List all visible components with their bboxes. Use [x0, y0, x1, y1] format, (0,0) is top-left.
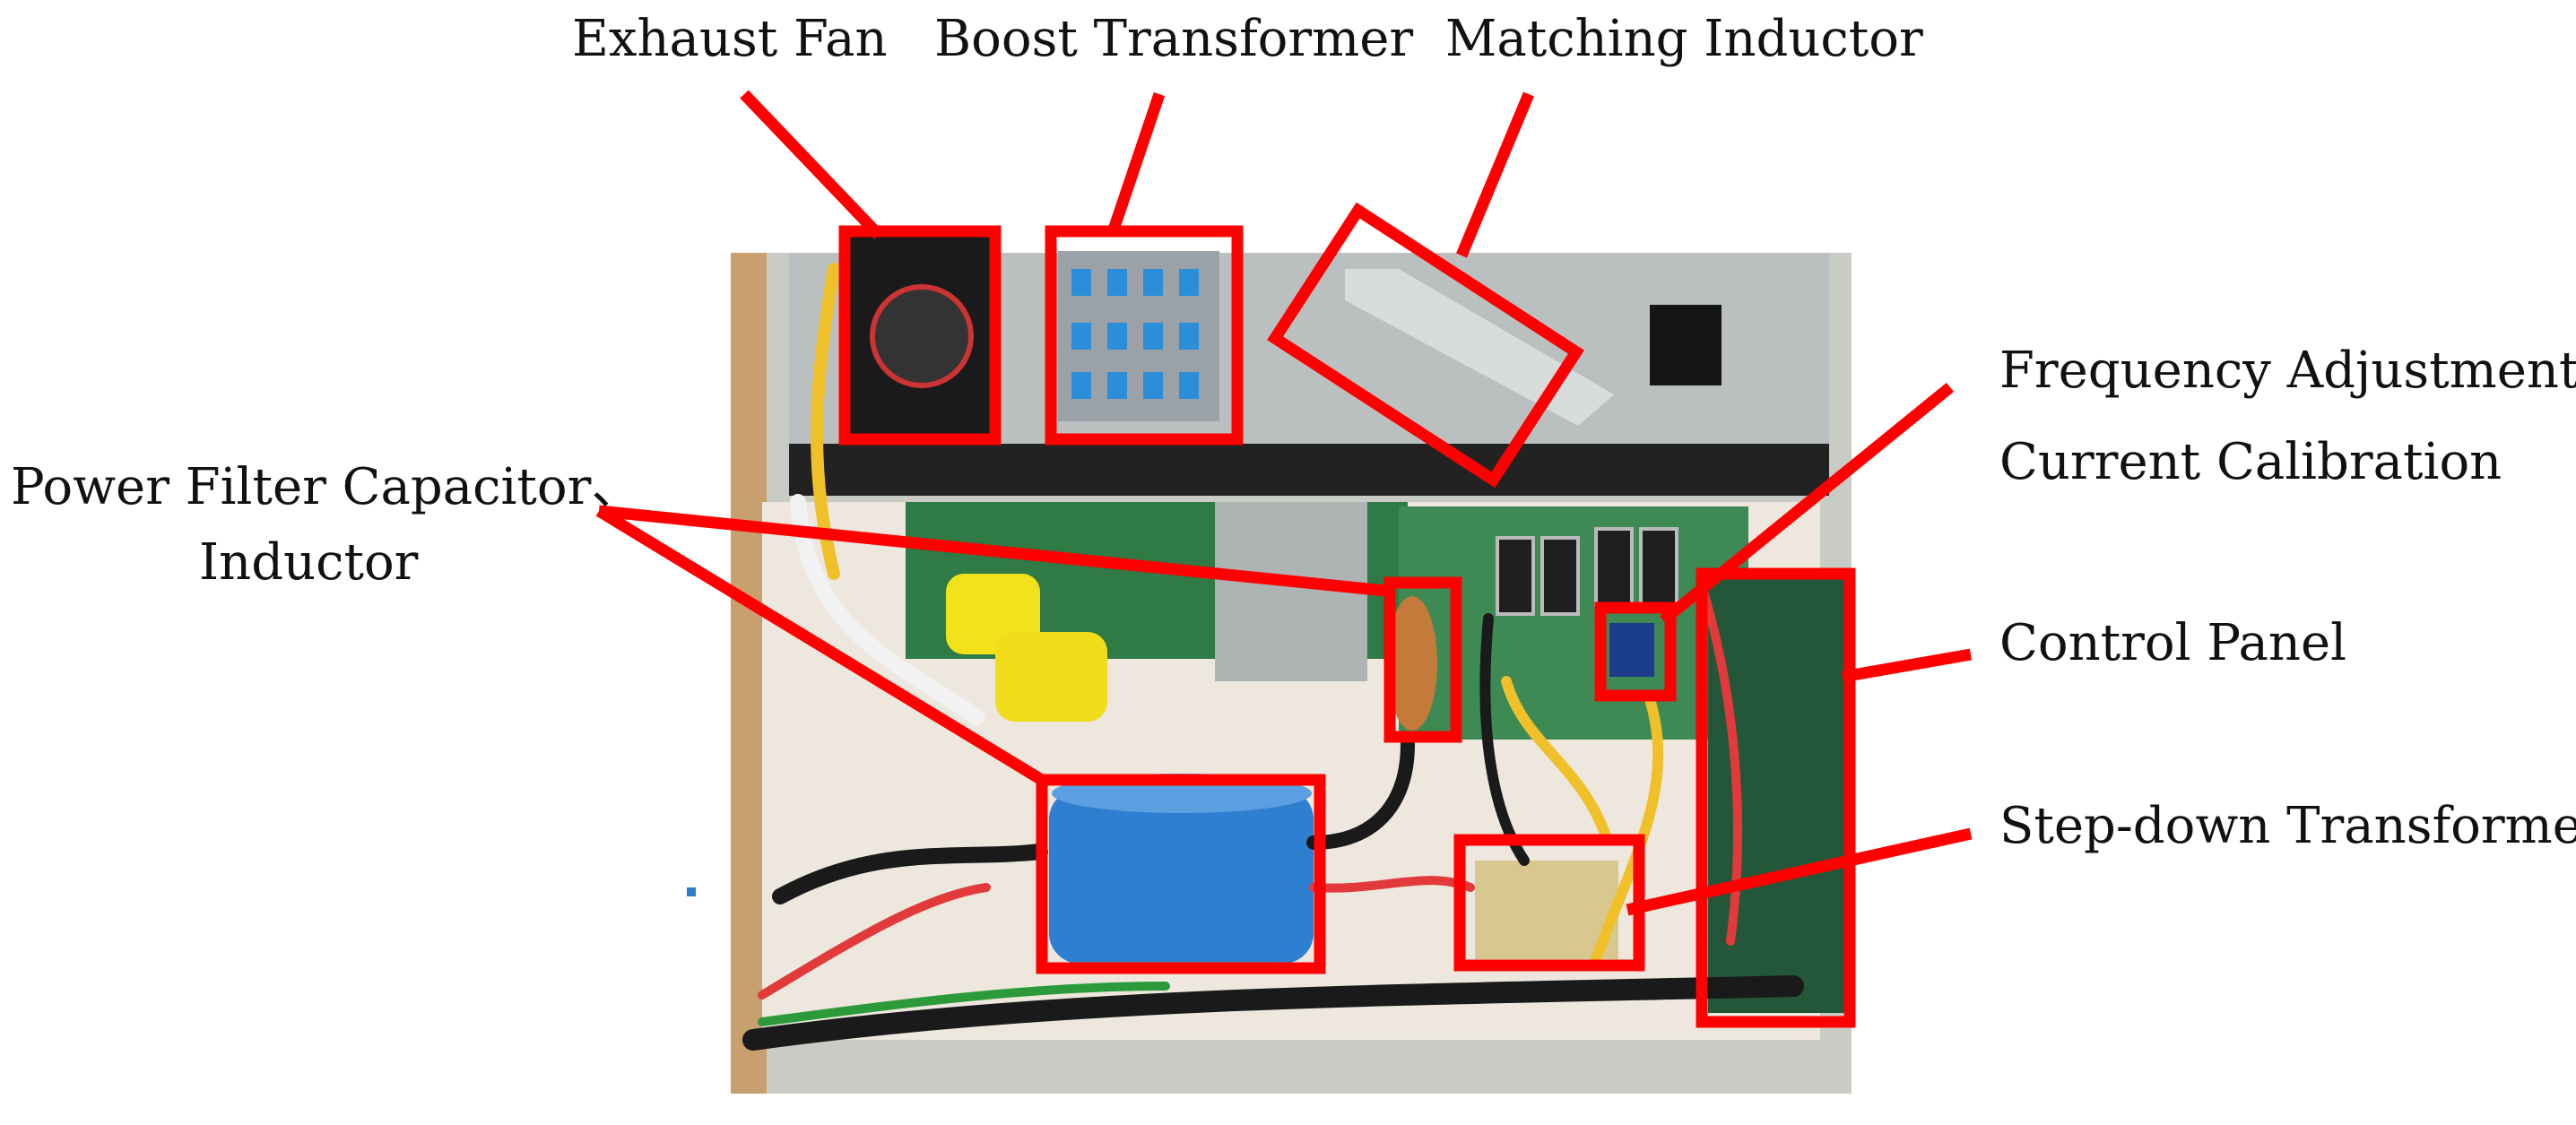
stepdown-body [1475, 861, 1618, 959]
label-current-calibration: Current Calibration [1999, 433, 2502, 491]
leader-step-down-transformer [1626, 827, 1973, 916]
connector-top-right [1650, 305, 1722, 385]
label-power-filter-inductor: Inductor [199, 533, 419, 592]
label-matching-inductor: Matching Inductor [1445, 10, 1923, 68]
leader-exhaust-fan [740, 90, 883, 239]
leader-matching-inductor [1456, 91, 1534, 258]
label-power-filter-capacitor: Power Filter Capacitor、 [11, 458, 641, 516]
box-power-filter-capacitor [1036, 774, 1326, 974]
inductor-bar [1345, 269, 1614, 426]
leader-power-filter-inductor [598, 505, 1395, 598]
labels: Exhaust Fan Boost Transformer Matching I… [11, 10, 2576, 855]
background-wall [731, 253, 767, 1094]
leader-boost-transformer [1106, 91, 1166, 238]
box-matching-inductor [1267, 202, 1584, 489]
leader-frequency-adjustment [1659, 382, 1955, 626]
main-capacitor [1049, 789, 1314, 964]
driver-capacitors [1496, 527, 1678, 616]
box-control-panel [1696, 567, 1856, 1028]
label-boost-transformer: Boost Transformer [934, 10, 1413, 68]
annotations [595, 90, 1973, 1028]
box-exhaust-fan [838, 225, 1002, 446]
leader-control-panel [1841, 648, 1973, 683]
terminal-connectors [1071, 269, 1199, 399]
toroid-inductor [1387, 596, 1437, 731]
control-board [1708, 578, 1847, 1013]
label-exhaust-fan: Exhaust Fan [572, 10, 888, 68]
potentiometer [1609, 623, 1654, 677]
box-boost-transformer [1045, 225, 1244, 446]
fan-hub [870, 284, 974, 388]
label-control-panel: Control Panel [1999, 614, 2346, 672]
box-frequency-adjustment [1594, 601, 1677, 702]
filter-cap-2 [995, 632, 1107, 722]
foam-strip [789, 444, 1829, 496]
label-step-down-transformer: Step-down Transformer [1999, 797, 2576, 855]
marker-dot [687, 887, 696, 896]
box-power-filter-inductor [1383, 576, 1462, 743]
label-frequency-adjustment: Frequency Adjustment、 [1999, 342, 2576, 400]
leader-power-filter-capacitor [595, 506, 1053, 790]
